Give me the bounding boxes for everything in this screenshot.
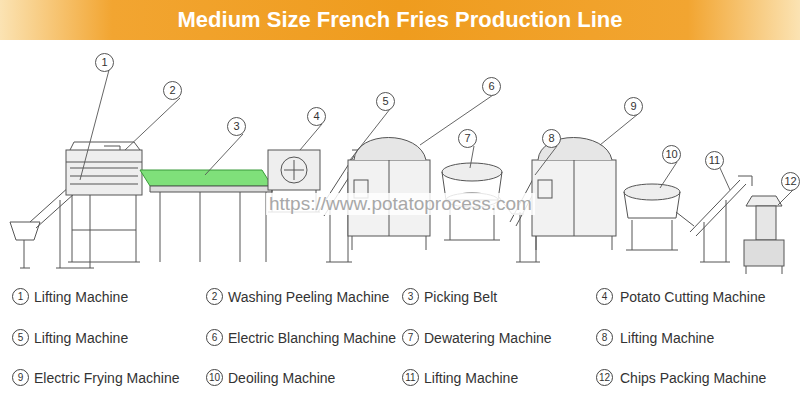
callout-number: 2	[206, 288, 223, 305]
machine-name: Washing Peeling Machine	[228, 289, 389, 305]
callout-number: 6	[482, 77, 501, 96]
machine-name: Lifting Machine	[620, 330, 714, 346]
callout-number: 4	[596, 288, 613, 305]
electric-frying-machine	[532, 138, 616, 251]
callout-number: 12	[596, 369, 613, 386]
washing-peeling-machine	[66, 142, 142, 262]
callout-number: 5	[376, 92, 395, 111]
callout-number: 8	[596, 329, 613, 346]
callout-number: 9	[624, 97, 643, 116]
deoiling-machine	[624, 184, 694, 250]
callout-number: 10	[662, 145, 681, 164]
machine-name: Deoiling Machine	[228, 370, 335, 386]
callout-number: 6	[206, 329, 223, 346]
picking-belt	[140, 170, 272, 262]
callout-number: 9	[12, 369, 29, 386]
callout-number: 10	[206, 369, 223, 386]
machine-name: Potato Cutting Machine	[620, 289, 766, 305]
machine-name: Lifting Machine	[34, 330, 128, 346]
callout-number: 3	[402, 288, 419, 305]
callout-number: 1	[12, 288, 29, 305]
title: Medium Size French Fries Production Line	[0, 7, 800, 33]
callout-number: 4	[307, 107, 326, 126]
callout-number: 8	[542, 129, 561, 148]
chips-packing-machine	[744, 196, 784, 274]
callout-number: 11	[705, 151, 724, 170]
machine-name: Picking Belt	[424, 289, 497, 305]
callout-number: 7	[402, 329, 419, 346]
machine-name: Dewatering Machine	[424, 330, 552, 346]
watermark: https://www.potatoprocess.com	[266, 193, 535, 215]
leader-line	[80, 70, 795, 205]
machine-name: Lifting Machine	[34, 289, 128, 305]
callout-number: 11	[402, 369, 419, 386]
callout-number: 3	[227, 117, 246, 136]
callout-number: 1	[95, 53, 114, 72]
machine-name: Lifting Machine	[424, 370, 518, 386]
lifting-machine	[690, 176, 752, 262]
callout-number: 5	[12, 329, 29, 346]
machine-name: Chips Packing Machine	[620, 370, 766, 386]
machine-name: Electric Frying Machine	[34, 370, 180, 386]
callout-number: 12	[781, 172, 800, 191]
callout-number: 2	[163, 81, 182, 100]
machine-name: Electric Blanching Machine	[228, 330, 396, 346]
callout-number: 7	[458, 129, 477, 148]
